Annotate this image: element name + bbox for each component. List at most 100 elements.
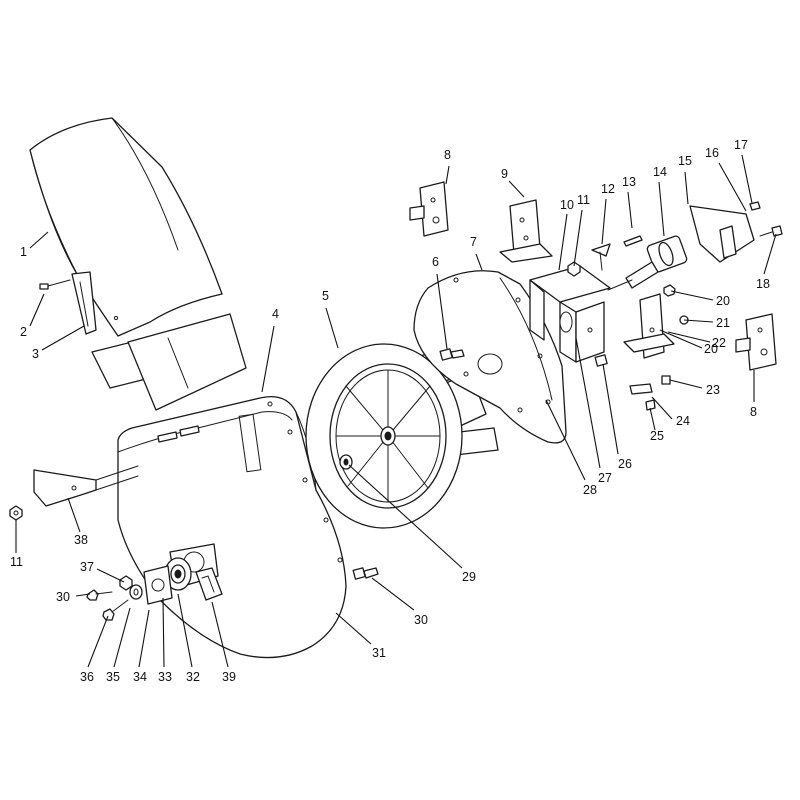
- bracket-assembly-20: [623, 284, 676, 359]
- support-bracket-10: [529, 265, 611, 363]
- callout-c5: 5: [322, 289, 339, 349]
- callout-c39: 39: [211, 601, 236, 684]
- part-number-label: 30: [414, 613, 428, 627]
- callout-c15: 15: [678, 154, 692, 205]
- part-number-label: 1: [20, 245, 27, 259]
- leader-line: [627, 191, 633, 229]
- callout-c11a: 11: [573, 193, 590, 267]
- leader-line: [96, 568, 125, 583]
- leader-line: [659, 329, 703, 349]
- part-number-label: 35: [106, 670, 120, 684]
- part-number-label: 7: [470, 235, 477, 249]
- bolt-6: [439, 348, 465, 361]
- callout-c36: 36: [80, 615, 109, 684]
- pin-13: [623, 235, 643, 247]
- leader-line: [371, 577, 415, 611]
- leader-line: [558, 213, 568, 271]
- leader-line: [177, 593, 193, 668]
- leader-line: [741, 154, 753, 204]
- bolt-36: [102, 599, 129, 621]
- callout-c30a: 30: [56, 590, 91, 604]
- leader-line: [601, 198, 607, 245]
- part-number-label: 34: [133, 670, 147, 684]
- leader-line: [475, 253, 483, 271]
- callout-c2: 2: [20, 293, 45, 339]
- leader-line: [683, 319, 714, 323]
- leader-line: [75, 593, 91, 597]
- callout-c17: 17: [734, 138, 753, 204]
- callout-c4: 4: [261, 307, 279, 393]
- part-number-label: 37: [80, 560, 94, 574]
- leader-line: [669, 379, 703, 389]
- callout-c27: 27: [575, 337, 612, 485]
- part-number-label: 22: [712, 336, 726, 350]
- part-number-label: 15: [678, 154, 692, 168]
- leader-line: [684, 171, 689, 205]
- callout-c7: 7: [470, 235, 483, 271]
- bearing-assembly: [86, 543, 223, 621]
- part-number-label: 21: [716, 316, 730, 330]
- screw-18: [759, 225, 783, 237]
- callout-c21: 21: [683, 316, 730, 330]
- part-number-label: 20: [704, 342, 718, 356]
- bolt-30-left: [86, 589, 113, 601]
- part-number-label: 4: [272, 307, 279, 321]
- screw-17: [749, 201, 761, 211]
- callout-c28: 28: [545, 399, 597, 497]
- part-number-label: 18: [756, 277, 770, 291]
- leader-line: [649, 407, 656, 431]
- callout-c29: 29: [348, 464, 476, 584]
- callout-c34: 34: [133, 609, 150, 684]
- part-number-label: 31: [372, 646, 386, 660]
- callout-c38: 38: [67, 497, 88, 547]
- leader-line: [445, 165, 450, 185]
- part-number-label: 39: [222, 670, 236, 684]
- hex-nut-11-left: [9, 505, 23, 521]
- callout-c30b: 30: [371, 577, 428, 627]
- part-number-label: 26: [618, 457, 632, 471]
- part-number-label: 10: [560, 198, 574, 212]
- screw-25: [645, 399, 656, 411]
- part-number-label: 13: [622, 175, 636, 189]
- part-number-label: 3: [32, 347, 39, 361]
- callout-c18: 18: [756, 233, 777, 291]
- leader-line: [325, 307, 339, 349]
- part-number-label: 24: [676, 414, 690, 428]
- chute-lower-panels: [91, 313, 247, 411]
- part-number-label: 25: [650, 429, 664, 443]
- leader-line: [261, 325, 275, 393]
- callout-c1: 1: [20, 231, 49, 259]
- callout-c3: 3: [32, 325, 85, 361]
- part-number-label: 38: [74, 533, 88, 547]
- part-number-label: 11: [577, 193, 590, 207]
- callout-c23: 23: [669, 379, 720, 397]
- part-number-label: 6: [432, 255, 439, 269]
- callout-c20a: 20: [670, 290, 730, 308]
- part-number-label: 2: [20, 325, 27, 339]
- part-number-label: 16: [705, 146, 719, 160]
- callout-c25: 25: [649, 407, 664, 443]
- callout-c9: 9: [501, 167, 525, 198]
- callout-c12: 12: [601, 182, 615, 245]
- leader-line: [508, 180, 525, 198]
- leader-line: [436, 273, 448, 350]
- chute-bracket: [39, 271, 97, 335]
- leader-line: [29, 293, 45, 327]
- callout-c10: 10: [558, 198, 574, 271]
- leader-line: [658, 181, 665, 237]
- part-number-label: 8: [444, 148, 451, 162]
- leader-line: [335, 612, 372, 645]
- callout-c13: 13: [622, 175, 636, 229]
- callout-c8a: 8: [444, 148, 451, 185]
- bracket-9: [499, 199, 553, 263]
- part-number-label: 28: [583, 483, 597, 497]
- callout-c24: 24: [651, 396, 690, 428]
- part-number-label: 30: [56, 590, 70, 604]
- bracket-8-right: [735, 313, 777, 371]
- part-number-label: 33: [158, 670, 172, 684]
- nut-11-upper: [567, 261, 581, 277]
- part-number-label: 9: [501, 167, 508, 181]
- callout-c33: 33: [158, 597, 172, 684]
